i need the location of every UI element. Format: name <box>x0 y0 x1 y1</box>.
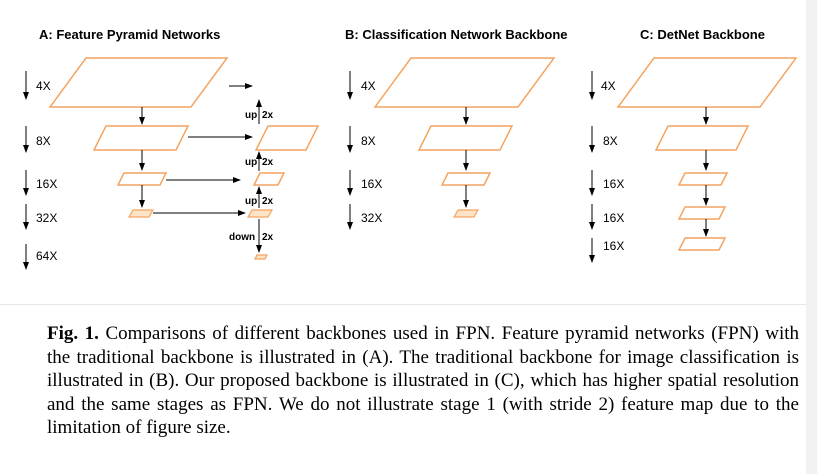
panel-a-scale-1: 4X <box>36 79 51 93</box>
panel-c-feature-map-8x <box>654 125 750 151</box>
panel-a-feature-map-4x <box>48 57 229 108</box>
panel-b-feature-map-4x <box>373 57 556 108</box>
panel-c-feature-map-16x-3 <box>677 237 727 251</box>
panel-b-title: B: Classification Network Backbone <box>345 27 568 42</box>
page-edge <box>806 0 817 474</box>
panel-a-scale-3: 16X <box>36 177 57 191</box>
panel-a-op-2x-2: 2x <box>262 157 274 168</box>
panel-b-feature-map-8x <box>417 125 514 151</box>
panel-a-op-2x-4: 2x <box>262 232 274 243</box>
panel-c-feature-map-16x-1 <box>677 172 729 186</box>
panel-a-op-up-3: up <box>245 196 257 207</box>
panel-c-scale-5: 16X <box>603 239 624 253</box>
panel-c-scale-4: 16X <box>603 211 624 225</box>
panel-c-scale-3: 16X <box>603 177 624 191</box>
panel-a-feature-map-8x <box>92 125 190 151</box>
divider <box>0 304 817 305</box>
panel-a-scale-2: 8X <box>36 134 51 148</box>
panel-c-feature-map-16x-2 <box>677 206 727 220</box>
figure-diagram: A: Feature Pyramid Networks 4X 8X 16X 32… <box>23 27 798 270</box>
panel-a-pyramid-map-16x <box>252 172 286 186</box>
panel-b-feature-map-32x <box>452 209 480 218</box>
panel-c-feature-map-4x <box>616 57 798 108</box>
panel-a-pyramid-map-32x <box>246 209 274 218</box>
panel-a-op-2x-3: 2x <box>262 196 274 207</box>
panel-a-op-2x-1: 2x <box>262 110 274 121</box>
panel-b-feature-map-16x <box>440 172 492 186</box>
panel-a-pyramid-map-8x <box>254 125 320 151</box>
panel-b-scale-1: 4X <box>361 79 376 93</box>
panel-a-scale-5: 64X <box>36 249 57 263</box>
panel-a-op-up-1: up <box>245 110 257 121</box>
panel-c-scale-2: 8X <box>603 134 618 148</box>
panel-a-feature-map-16x <box>116 172 168 186</box>
panel-a-title: A: Feature Pyramid Networks <box>39 27 220 42</box>
figure-caption-label: Fig. 1. <box>47 323 99 344</box>
panel-b-scale-3: 16X <box>361 177 382 191</box>
panel-b-scale-4: 32X <box>361 211 382 225</box>
panel-c-scale-1: 4X <box>601 79 616 93</box>
panel-a-feature-map-32x <box>127 209 155 218</box>
panel-a-pyramid-map-64x <box>254 254 268 260</box>
panel-a-scale-4: 32X <box>36 211 57 225</box>
panel-a-op-down: down <box>229 232 255 243</box>
figure-caption-text: Comparisons of different backbones used … <box>47 323 800 438</box>
figure-caption: Fig. 1. Comparisons of different backbon… <box>47 322 799 440</box>
panel-a-op-up-2: up <box>245 157 257 168</box>
panel-c-title: C: DetNet Backbone <box>640 27 765 42</box>
figure: A: Feature Pyramid Networks 4X 8X 16X 32… <box>23 27 798 270</box>
panel-b-scale-2: 8X <box>361 134 376 148</box>
